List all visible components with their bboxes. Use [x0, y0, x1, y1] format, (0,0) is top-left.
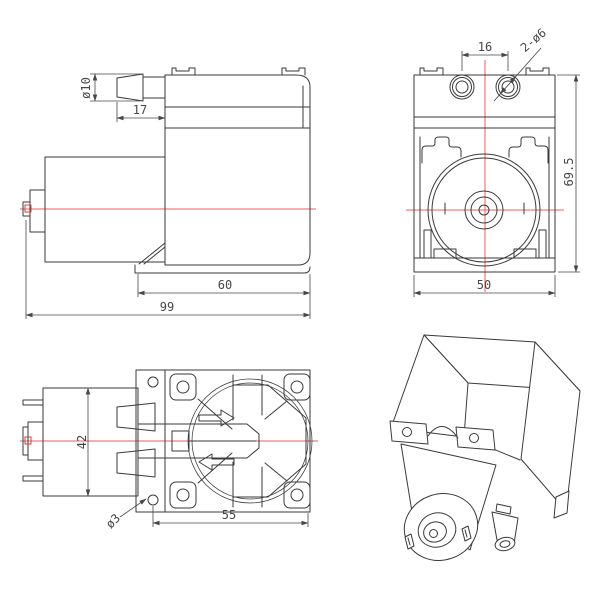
pump-head-bottom	[135, 369, 313, 513]
dim-head-length: 55	[152, 506, 309, 527]
iso-motor	[400, 443, 497, 561]
motor-front	[427, 153, 541, 267]
flow-arrow-left	[198, 453, 235, 471]
svg-text:69.5: 69.5	[562, 158, 576, 187]
dim-base-length: 60	[137, 274, 311, 319]
dim-motor-width: 42	[75, 387, 91, 497]
nozzle-side	[116, 73, 166, 102]
port-right	[495, 74, 521, 100]
motor-shaft-mark	[24, 436, 32, 445]
motor-clip-left	[421, 136, 462, 164]
svg-text:ø10: ø10	[79, 77, 93, 99]
svg-text:99: 99	[160, 300, 174, 314]
svg-text:50: 50	[477, 278, 491, 292]
flow-arrow-right	[198, 409, 235, 427]
pump-body-front	[413, 67, 556, 273]
svg-text:17: 17	[133, 103, 147, 117]
side-view: ø10 17 60 99	[20, 67, 316, 319]
dim-port-spacing: 16	[461, 40, 509, 71]
motor-clip-right	[508, 136, 549, 164]
svg-text:16: 16	[478, 40, 492, 54]
dim-nozzle-length: 17	[116, 102, 166, 122]
dim-overall-width: 50	[413, 275, 556, 297]
svg-text:42: 42	[75, 435, 89, 449]
svg-text:ø3: ø3	[103, 511, 123, 531]
mount-hole-top	[147, 376, 159, 388]
nozzles-bottom	[116, 402, 156, 478]
bottom-view: 42 ø3 55	[20, 369, 318, 531]
pump-body-side	[134, 67, 311, 274]
motor-shaft-mark	[24, 204, 32, 213]
iso-nozzle	[491, 503, 519, 552]
svg-text:55: 55	[222, 508, 236, 522]
dim-nozzle-diameter: ø10	[79, 73, 143, 102]
motor-side	[22, 156, 166, 263]
dim-overall-height: 69.5	[557, 74, 580, 273]
svg-text:2-ø6: 2-ø6	[518, 26, 549, 55]
iso-foot	[553, 490, 570, 519]
mount-hole-bottom	[147, 494, 159, 506]
dim-port-holes: 2-ø6	[493, 26, 549, 102]
isometric-view	[389, 334, 581, 561]
front-view: 16 2-ø6 69.5 50	[406, 26, 580, 297]
motor-bottom	[22, 387, 139, 497]
dim-mount-hole: ø3	[103, 498, 147, 531]
dim-overall-length: 99	[25, 220, 311, 319]
svg-text:60: 60	[218, 278, 232, 292]
port-left	[449, 74, 475, 100]
